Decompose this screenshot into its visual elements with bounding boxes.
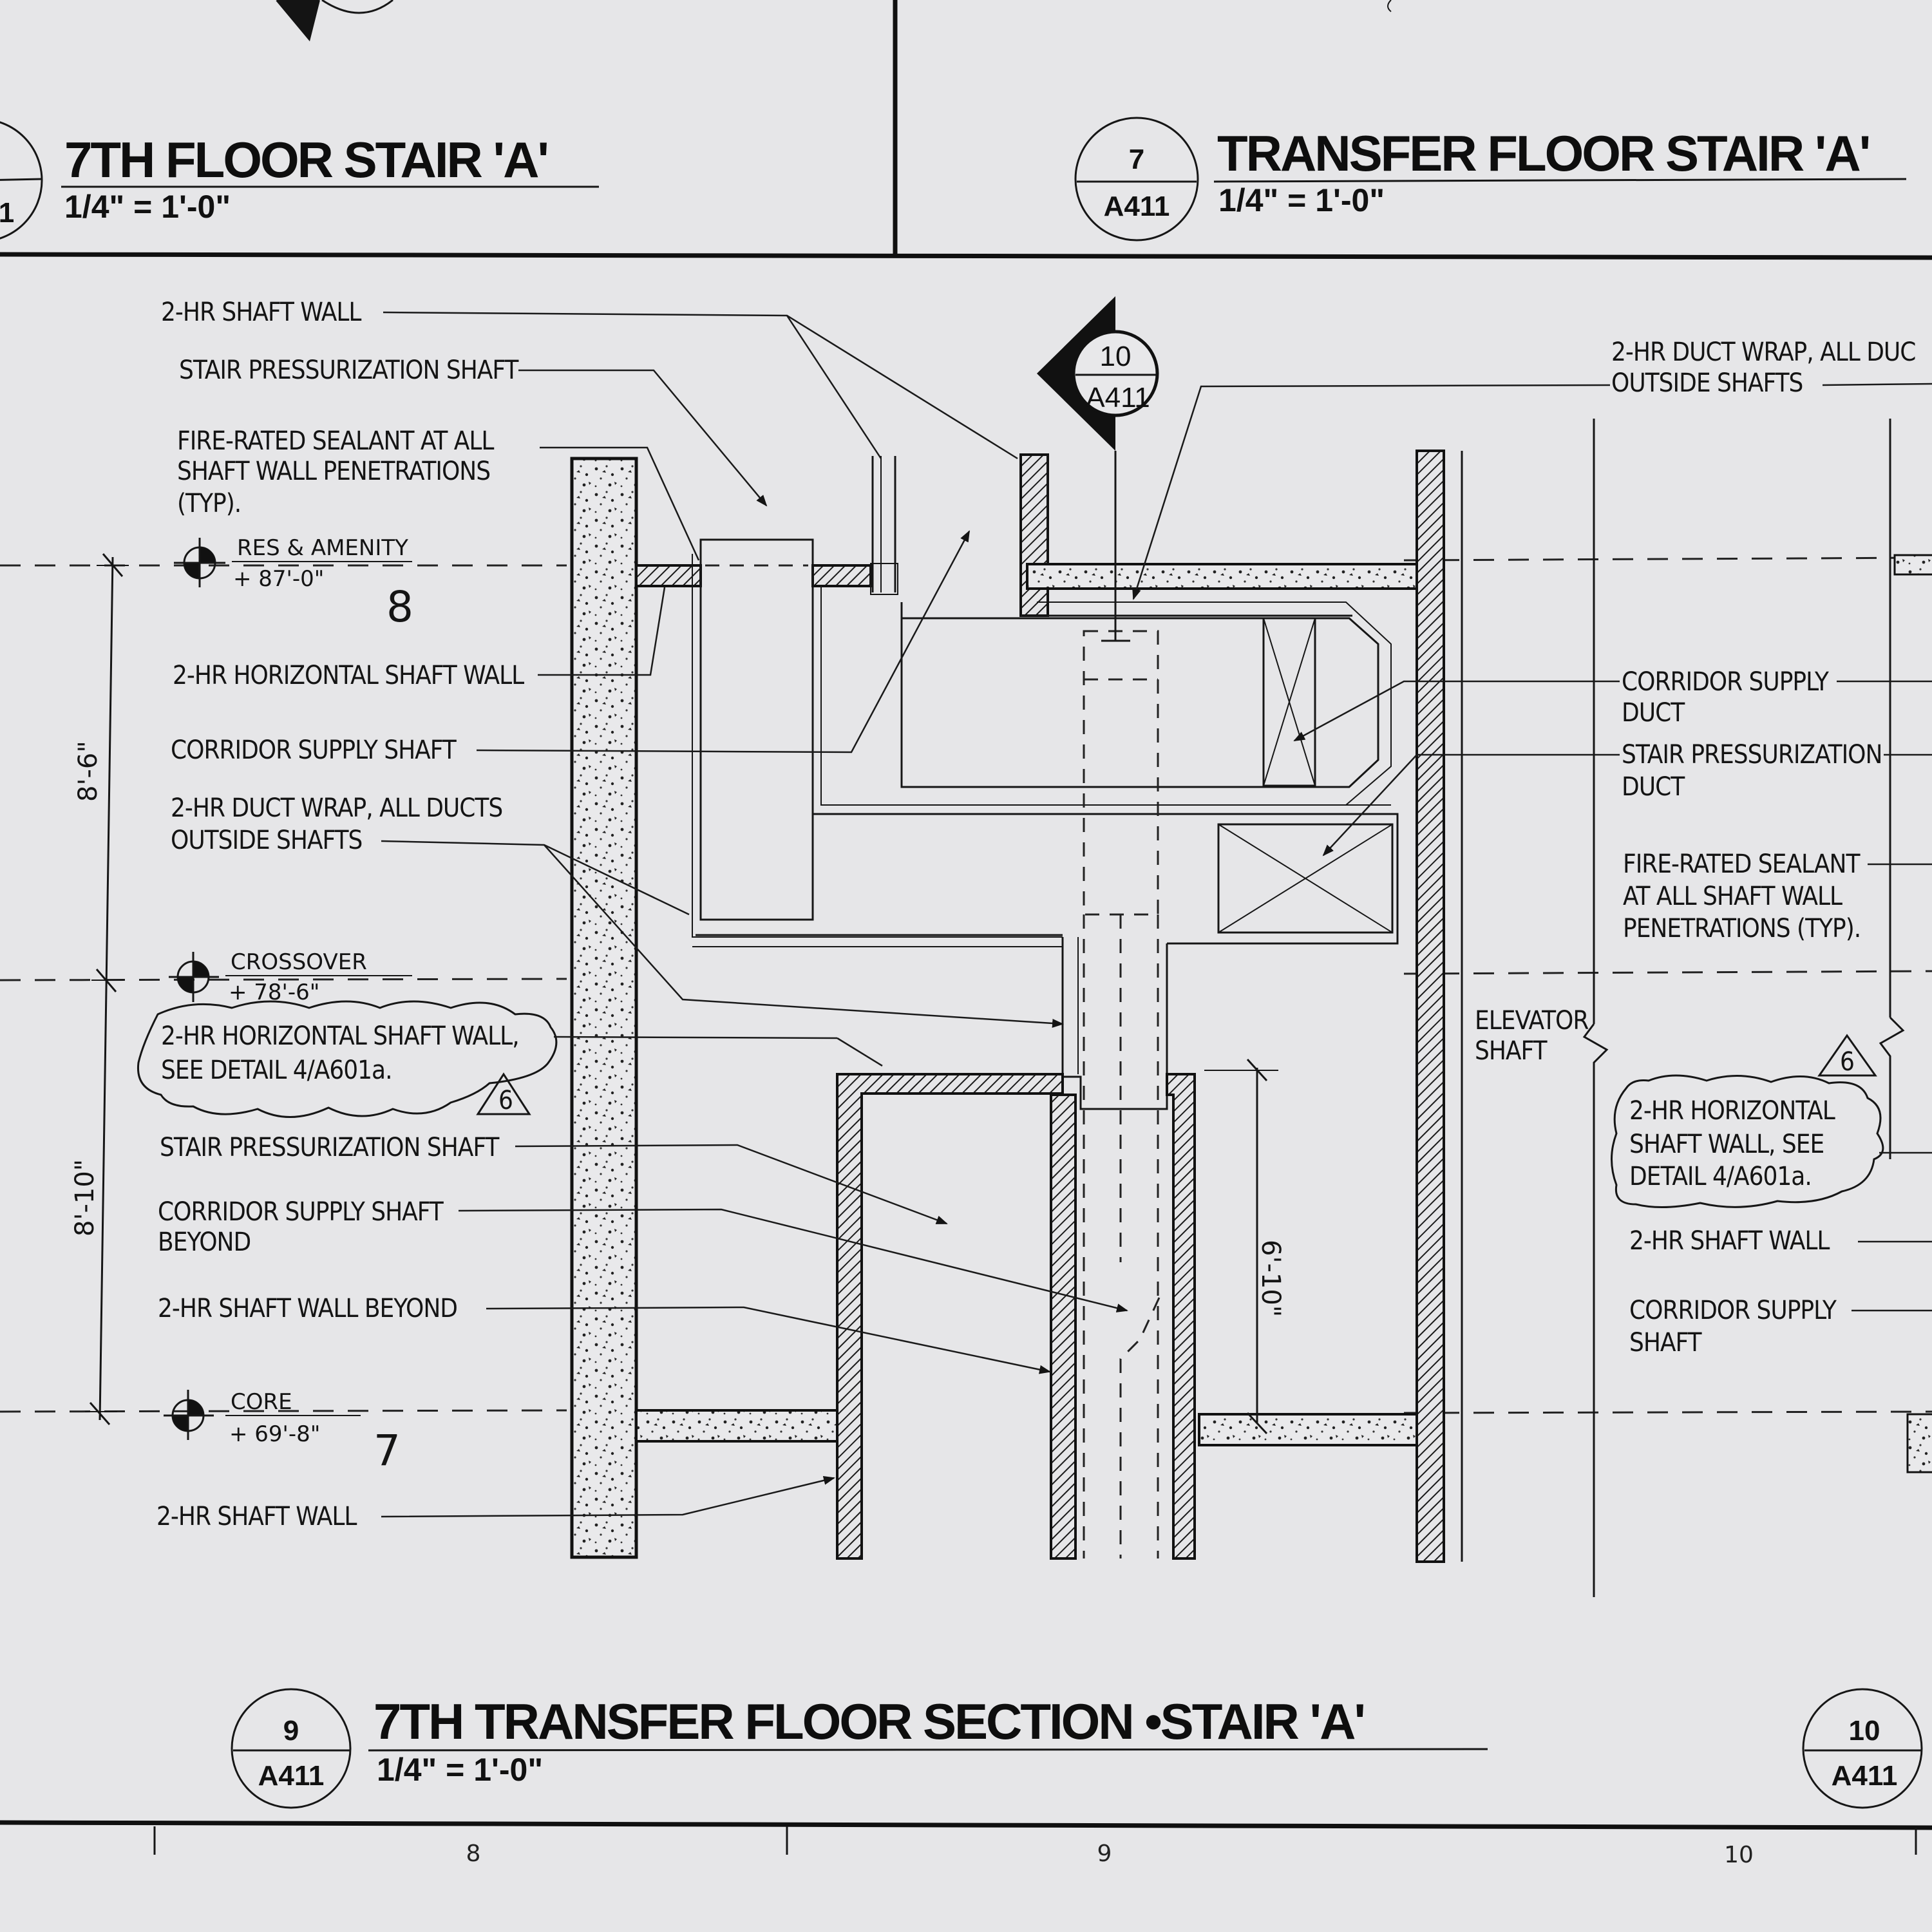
cloud-note-left-line2: SEE DETAIL 4/A601a.	[161, 1056, 392, 1085]
level-marker-res-amenity: RES & AMENITY + 87'-0" 8	[174, 535, 413, 632]
title-transfer-floor-stair: TRANSFER FLOOR STAIR 'A'	[1217, 125, 1869, 182]
vertical-dimension-left: 8'-6" 8'-10"	[70, 553, 129, 1425]
main-scale: 1/4" = 1'-0"	[377, 1752, 543, 1788]
title-7th-floor-stair: 7TH FLOOR STAIR 'A'	[64, 131, 547, 188]
bubble-sheet-top-left: 1	[0, 197, 14, 229]
left-notes: 2-HR SHAFT WALL STAIR PRESSURIZATION SHA…	[137, 298, 1128, 1531]
grid-number-10: 10	[1724, 1842, 1754, 1868]
main-detail-title: 9 A411 7TH TRANSFER FLOOR SECTION •STAIR…	[231, 1688, 1923, 1809]
note-elevator-shaft-1: ELEVATOR	[1475, 1006, 1588, 1036]
level-number-8: 8	[386, 582, 413, 632]
note-sealant-3: (TYP).	[177, 489, 241, 518]
dim-lower: 8'-10"	[70, 1159, 100, 1236]
cloud-note-right-line1: 2-HR HORIZONTAL	[1629, 1096, 1835, 1126]
central-vertical-chase	[1061, 451, 1168, 1558]
scale-top-left: 1/4" = 1'-0"	[64, 189, 231, 225]
vertical-dimension-right: 6'-10"	[1204, 1058, 1285, 1435]
cloud-note-right-line2: SHAFT WALL, SEE	[1629, 1130, 1824, 1159]
left-concrete-wall	[570, 457, 638, 1559]
scale-top-right: 1/4" = 1'-0"	[1218, 182, 1385, 218]
level-number-7: 7	[374, 1426, 401, 1475]
note-right-stair-duct-1: STAIR PRESSURIZATION	[1622, 740, 1882, 770]
note-elevator-shaft-2: SHAFT	[1475, 1036, 1548, 1066]
note-right-corridor-shaft-1: CORRIDOR SUPPLY	[1629, 1296, 1837, 1325]
level-elev-res-amenity: + 87'-0"	[233, 566, 324, 592]
section-marker: 10 A411	[1037, 296, 1159, 451]
note-right-sealant-2: AT ALL SHAFT WALL	[1623, 882, 1842, 911]
dim-right: 6'-10"	[1256, 1240, 1285, 1317]
level-marker-core: CORE + 69'-8" 7	[164, 1389, 401, 1475]
level-name-core: CORE	[231, 1389, 292, 1415]
bubble-number-top-right: 7	[1129, 144, 1144, 175]
note-right-shaft-wall: 2-HR SHAFT WALL	[1629, 1226, 1830, 1256]
note-right-corridor-duct-1: CORRIDOR SUPPLY	[1622, 667, 1830, 697]
note-corridor-beyond-2: BEYOND	[158, 1227, 251, 1257]
main-bubble-number: 9	[283, 1715, 299, 1747]
note-stair-press-shaft: STAIR PRESSURIZATION SHAFT	[179, 355, 519, 385]
stair-pressurization-duct	[692, 813, 1399, 947]
revision-tag-left: 6	[498, 1086, 513, 1115]
note-shaft-wall-top: 2-HR SHAFT WALL	[161, 298, 361, 327]
note-sealant-1: FIRE-RATED SEALANT AT ALL	[177, 426, 494, 456]
cloud-note-right: 2-HR HORIZONTAL SHAFT WALL, SEE DETAIL 4…	[1611, 1034, 1932, 1209]
corridor-supply-duct	[900, 601, 1392, 806]
lower-shaft-walls	[836, 1073, 1196, 1560]
bottom-grid-strip: 8 9 10	[0, 1820, 1932, 1868]
note-right-stair-duct-2: DUCT	[1622, 772, 1685, 802]
cloud-note-left-line1: 2-HR HORIZONTAL SHAFT WALL,	[161, 1021, 519, 1051]
note-sealant-2: SHAFT WALL PENETRATIONS	[177, 457, 490, 486]
revision-tag-right: 6	[1840, 1047, 1854, 1077]
right-notes: 2-HR DUCT WRAP, ALL DUC OUTSIDE SHAFTS C…	[1132, 337, 1932, 1358]
note-right-duct-wrap-1: 2-HR DUCT WRAP, ALL DUC	[1611, 337, 1915, 367]
note-right-sealant-1: FIRE-RATED SEALANT	[1623, 849, 1861, 879]
elevator-shaft-wall	[1416, 450, 1463, 1563]
level-marker-crossover: CROSSOVER + 78'-6"	[169, 949, 412, 1005]
note-horiz-shaft-wall: 2-HR HORIZONTAL SHAFT WALL	[173, 661, 524, 690]
note-right-duct-wrap-2: OUTSIDE SHAFTS	[1611, 368, 1803, 398]
note-duct-wrap-1: 2-HR DUCT WRAP, ALL DUCTS	[171, 793, 502, 823]
note-right-corridor-duct-2: DUCT	[1622, 698, 1685, 728]
note-shaft-wall-bottom: 2-HR SHAFT WALL	[156, 1502, 357, 1531]
right-edge-bubble-number: 10	[1849, 1715, 1880, 1747]
note-right-sealant-3: PENETRATIONS (TYP).	[1623, 914, 1861, 943]
section-marker-sheet: A411	[1086, 382, 1150, 413]
note-right-corridor-shaft-2: SHAFT	[1629, 1328, 1703, 1358]
main-title: 7TH TRANSFER FLOOR SECTION •STAIR 'A'	[374, 1693, 1364, 1750]
section-marker-number: 10	[1100, 341, 1132, 372]
level-name-crossover: CROSSOVER	[231, 949, 367, 975]
dim-upper: 8'-6"	[73, 741, 103, 802]
cloud-note-left: 2-HR HORIZONTAL SHAFT WALL, SEE DETAIL 4…	[137, 1000, 883, 1118]
detail-title-7th-floor-stair: 1 7TH FLOOR STAIR 'A' 1/4" = 1'-0"	[0, 121, 599, 240]
note-corridor-beyond-1: CORRIDOR SUPPLY SHAFT	[158, 1197, 444, 1227]
grid-number-8: 8	[466, 1841, 481, 1867]
shaft-wall-top-verticals	[870, 453, 1049, 617]
note-duct-wrap-2: OUTSIDE SHAFTS	[171, 826, 362, 855]
note-corridor-supply-shaft: CORRIDOR SUPPLY SHAFT	[171, 735, 457, 765]
right-edge-bubble-sheet: A411	[1832, 1760, 1898, 1792]
level-elev-core: + 69'-8"	[229, 1421, 320, 1447]
level-lines	[0, 556, 1932, 1414]
level-name-res-amenity: RES & AMENITY	[237, 535, 408, 561]
top-detail-strip: 1 7TH FLOOR STAIR 'A' 1/4" = 1'-0" 7 A41…	[0, 0, 1932, 260]
bubble-sheet-top-right: A411	[1104, 191, 1170, 222]
detail-title-transfer-floor-stair: 7 A411 TRANSFER FLOOR STAIR 'A' 1/4" = 1…	[1074, 0, 1907, 242]
note-shaft-wall-beyond: 2-HR SHAFT WALL BEYOND	[158, 1294, 457, 1323]
cloud-note-right-line3: DETAIL 4/A601a.	[1629, 1162, 1812, 1191]
main-bubble-sheet: A411	[258, 1760, 325, 1792]
grid-number-9: 9	[1097, 1841, 1112, 1867]
note-stair-press-shaft-2: STAIR PRESSURIZATION SHAFT	[160, 1133, 500, 1162]
